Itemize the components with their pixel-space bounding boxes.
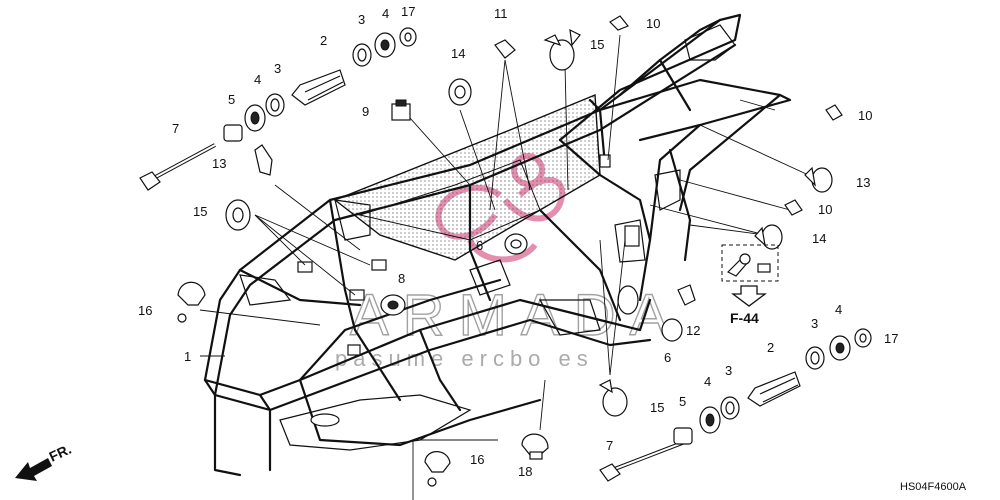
callout-5: 5: [228, 92, 235, 107]
reference-label: F-44: [730, 310, 759, 326]
callout-3: 3: [725, 363, 732, 378]
front-direction-label: FR.: [47, 441, 74, 465]
callout-10: 10: [646, 16, 660, 31]
clamp-11: [494, 39, 516, 59]
clamp-16-left: [177, 281, 206, 323]
callout-3: 3: [811, 316, 818, 331]
callout-16: 16: [138, 303, 152, 318]
callout-3: 3: [274, 61, 281, 76]
callout-7: 7: [172, 121, 179, 136]
clamp-15-top: [543, 28, 581, 71]
callout-4: 4: [704, 374, 711, 389]
clamp-10-mid: [784, 199, 803, 216]
callouts: 2 3 4 17 4 3 5 7 11 10 15 14 9 13 15 10 …: [138, 4, 898, 479]
callout-2: 2: [320, 33, 327, 48]
callout-2: 2: [767, 340, 774, 355]
callout-5: 5: [679, 394, 686, 409]
reference-arrow-icon: [731, 285, 767, 307]
clamp-13-right: [804, 166, 833, 193]
clamp-15-bot: [598, 379, 628, 417]
callout-17: 17: [401, 4, 415, 19]
callout-10: 10: [858, 108, 872, 123]
callout-17: 17: [884, 331, 898, 346]
clamp-16-bot: [424, 451, 451, 487]
clamp-15-left: [225, 199, 251, 231]
clamps: [177, 15, 843, 487]
callout-13: 13: [212, 156, 226, 171]
clamp-12: [677, 284, 696, 306]
clip-8: [380, 294, 406, 316]
callout-7: 7: [606, 438, 613, 453]
callout-16: 16: [470, 452, 484, 467]
callout-15: 15: [590, 37, 604, 52]
reference-box: F-44: [721, 244, 779, 326]
callout-15: 15: [650, 400, 664, 415]
front-direction-indicator: FR.: [15, 441, 74, 481]
callout-4: 4: [382, 6, 389, 21]
clamp-14-left: [448, 78, 472, 106]
main-frame: [203, 13, 792, 477]
callout-1: 1: [184, 349, 191, 364]
callout-13: 13: [856, 175, 870, 190]
callout-11: 11: [494, 6, 508, 21]
front-arrow-icon: [15, 458, 52, 481]
callout-8: 8: [398, 271, 405, 286]
pivot-group-bottom-right: [599, 318, 872, 482]
diagram-code: HS04F4600A: [900, 481, 967, 493]
leader-lines: [199, 34, 816, 500]
clamp-13-left: [254, 144, 273, 176]
clamp-14-right: [754, 224, 783, 250]
frame-brackets: [297, 154, 640, 356]
pivot-group-top-left: [139, 27, 417, 191]
callout-18: 18: [518, 464, 532, 479]
callout-6: 6: [664, 350, 671, 365]
watermark-sub-text: pasume ercbo es: [335, 346, 594, 371]
callout-4: 4: [254, 72, 261, 87]
callout-14: 14: [451, 46, 465, 61]
callout-9: 9: [362, 104, 369, 119]
clamp-10-top: [609, 15, 629, 31]
collar-6-mid: [504, 233, 528, 255]
callout-12: 12: [686, 323, 700, 338]
clamp-10-right: [825, 104, 843, 121]
clip-9: [391, 99, 411, 121]
clamp-18: [521, 433, 549, 460]
callout-14: 14: [812, 231, 826, 246]
callout-3: 3: [358, 12, 365, 27]
callout-15: 15: [193, 204, 207, 219]
callout-6: 6: [476, 238, 483, 253]
callout-4: 4: [835, 302, 842, 317]
callout-10: 10: [818, 202, 832, 217]
